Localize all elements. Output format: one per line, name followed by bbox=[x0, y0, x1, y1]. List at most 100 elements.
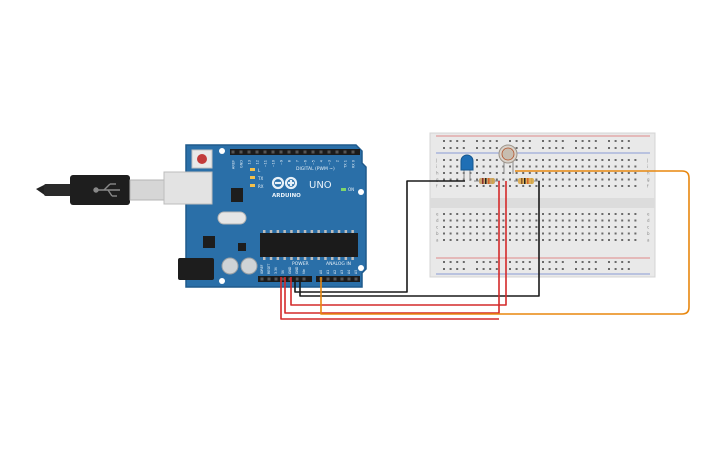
breadboard-hole[interactable] bbox=[449, 226, 452, 228]
digital-pin[interactable] bbox=[295, 150, 299, 154]
breadboard-hole[interactable] bbox=[528, 159, 531, 161]
breadboard-hole[interactable] bbox=[568, 165, 571, 168]
breadboard-hole[interactable] bbox=[575, 219, 577, 222]
breadboard-hole[interactable] bbox=[515, 165, 518, 168]
rail-hole[interactable] bbox=[542, 147, 544, 149]
breadboard-hole[interactable] bbox=[509, 239, 511, 241]
breadboard-hole[interactable] bbox=[502, 172, 505, 174]
rail-hole[interactable] bbox=[522, 268, 525, 270]
breadboard-hole[interactable] bbox=[528, 239, 531, 241]
breadboard-hole[interactable] bbox=[627, 172, 630, 174]
breadboard-hole[interactable] bbox=[588, 172, 591, 174]
breadboard-hole[interactable] bbox=[502, 219, 505, 222]
breadboard-hole[interactable] bbox=[614, 159, 617, 161]
breadboard-hole[interactable] bbox=[456, 165, 459, 168]
rail-hole[interactable] bbox=[575, 268, 577, 270]
rail-hole[interactable] bbox=[614, 147, 617, 149]
breadboard-hole[interactable] bbox=[588, 165, 591, 168]
breadboard-hole[interactable] bbox=[456, 219, 459, 222]
breadboard-hole[interactable] bbox=[542, 239, 544, 241]
digital-pin[interactable] bbox=[255, 150, 259, 154]
breadboard-hole[interactable] bbox=[515, 178, 518, 181]
rail-hole[interactable] bbox=[449, 147, 452, 149]
breadboard-hole[interactable] bbox=[581, 185, 584, 187]
breadboard-hole[interactable] bbox=[456, 226, 459, 228]
breadboard-hole[interactable] bbox=[588, 213, 591, 215]
breadboard-hole[interactable] bbox=[614, 185, 617, 187]
breadboard-hole[interactable] bbox=[535, 226, 538, 228]
breadboard-hole[interactable] bbox=[548, 219, 551, 222]
rail-hole[interactable] bbox=[443, 261, 445, 263]
breadboard-hole[interactable] bbox=[482, 226, 485, 228]
breadboard-hole[interactable] bbox=[614, 213, 617, 215]
digital-pin[interactable] bbox=[303, 150, 307, 154]
breadboard-hole[interactable] bbox=[588, 226, 591, 228]
rail-hole[interactable] bbox=[542, 261, 544, 263]
breadboard-hole[interactable] bbox=[456, 178, 459, 181]
rail-hole[interactable] bbox=[489, 140, 492, 142]
breadboard-hole[interactable] bbox=[456, 185, 459, 187]
analog-pin[interactable] bbox=[333, 277, 337, 281]
power-pin[interactable] bbox=[260, 277, 264, 281]
breadboard-hole[interactable] bbox=[443, 232, 445, 235]
breadboard-hole[interactable] bbox=[575, 213, 577, 215]
breadboard-hole[interactable] bbox=[449, 213, 452, 215]
rail-hole[interactable] bbox=[608, 140, 610, 142]
breadboard-hole[interactable] bbox=[608, 178, 610, 181]
rail-hole[interactable] bbox=[528, 140, 531, 142]
breadboard-hole[interactable] bbox=[535, 213, 538, 215]
breadboard-hole[interactable] bbox=[522, 185, 525, 187]
breadboard-hole[interactable] bbox=[601, 232, 604, 235]
breadboard-hole[interactable] bbox=[489, 213, 492, 215]
breadboard-hole[interactable] bbox=[548, 185, 551, 187]
breadboard-hole[interactable] bbox=[601, 226, 604, 228]
breadboard-hole[interactable] bbox=[495, 165, 498, 168]
breadboard-hole[interactable] bbox=[581, 213, 584, 215]
breadboard-hole[interactable] bbox=[608, 159, 610, 161]
breadboard-hole[interactable] bbox=[581, 172, 584, 174]
rail-hole[interactable] bbox=[443, 147, 445, 149]
breadboard-hole[interactable] bbox=[627, 239, 630, 241]
breadboard-hole[interactable] bbox=[462, 213, 465, 215]
rail-hole[interactable] bbox=[594, 140, 597, 142]
breadboard-hole[interactable] bbox=[588, 159, 591, 161]
breadboard-hole[interactable] bbox=[482, 185, 485, 187]
breadboard-hole[interactable] bbox=[561, 219, 564, 222]
breadboard-hole[interactable] bbox=[469, 185, 472, 187]
breadboard-hole[interactable] bbox=[548, 226, 551, 228]
breadboard-hole[interactable] bbox=[522, 239, 525, 241]
rail-hole[interactable] bbox=[528, 147, 531, 149]
breadboard-hole[interactable] bbox=[627, 178, 630, 181]
breadboard-hole[interactable] bbox=[594, 219, 597, 222]
rail-hole[interactable] bbox=[614, 261, 617, 263]
breadboard-hole[interactable] bbox=[601, 178, 604, 181]
breadboard-hole[interactable] bbox=[575, 159, 577, 161]
breadboard-hole[interactable] bbox=[588, 178, 591, 181]
breadboard-hole[interactable] bbox=[482, 159, 485, 161]
breadboard-hole[interactable] bbox=[509, 232, 511, 235]
breadboard-hole[interactable] bbox=[456, 213, 459, 215]
breadboard-hole[interactable] bbox=[581, 159, 584, 161]
rail-hole[interactable] bbox=[594, 147, 597, 149]
rail-hole[interactable] bbox=[594, 268, 597, 270]
rail-hole[interactable] bbox=[608, 268, 610, 270]
breadboard-hole[interactable] bbox=[469, 226, 472, 228]
rail-hole[interactable] bbox=[495, 268, 498, 270]
rail-hole[interactable] bbox=[555, 140, 558, 142]
breadboard-hole[interactable] bbox=[588, 219, 591, 222]
rail-hole[interactable] bbox=[489, 261, 492, 263]
digital-pin[interactable] bbox=[343, 150, 347, 154]
rail-hole[interactable] bbox=[528, 268, 531, 270]
breadboard-hole[interactable] bbox=[476, 185, 478, 187]
breadboard-hole[interactable] bbox=[588, 185, 591, 187]
rail-hole[interactable] bbox=[482, 140, 485, 142]
rail-hole[interactable] bbox=[542, 268, 544, 270]
breadboard-hole[interactable] bbox=[522, 219, 525, 222]
rail-hole[interactable] bbox=[588, 268, 591, 270]
breadboard-hole[interactable] bbox=[515, 232, 518, 235]
breadboard-hole[interactable] bbox=[627, 219, 630, 222]
breadboard-hole[interactable] bbox=[489, 219, 492, 222]
photoresistor[interactable] bbox=[498, 144, 518, 174]
breadboard-hole[interactable] bbox=[449, 172, 452, 174]
breadboard-hole[interactable] bbox=[443, 178, 445, 181]
